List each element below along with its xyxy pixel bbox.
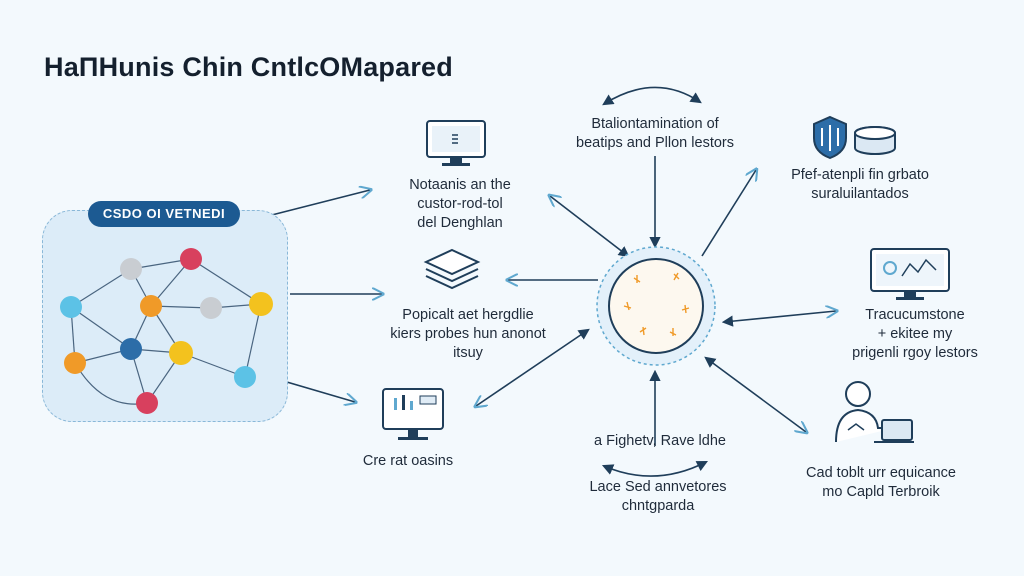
- node-orange-left: [64, 352, 86, 374]
- node-red-bottom: [136, 392, 158, 414]
- arrow-hub-midright: [724, 311, 836, 322]
- label-top-left: Notaanis an the custor-rod-tol del Dengh…: [409, 177, 511, 231]
- node-orange-center: [140, 295, 162, 317]
- arrow-panel-to-top: [259, 190, 370, 219]
- label-mid-right: Tracucumstone + ekitee my prigenli rgoy …: [852, 307, 978, 361]
- arc-top: [602, 86, 702, 106]
- node-teal-left: [60, 296, 82, 318]
- layer-stack-icon: [423, 248, 481, 290]
- label-top-center: Btaliontamination of beatips and Pllon l…: [576, 116, 734, 151]
- network-panel: [42, 210, 288, 422]
- node-teal-right: [234, 366, 256, 388]
- label-bottom-left: Cre rat oasins: [362, 453, 454, 469]
- node-red-top: [180, 248, 202, 270]
- hub-circle-icon: [596, 246, 716, 366]
- label-mid-left: Popicalt aet hergdlie kiers probes hun a…: [390, 307, 546, 361]
- database-icon: [854, 126, 896, 155]
- chart-monitor-icon: [382, 388, 444, 440]
- label-bottom-center-top: a Fighetv, Rave ldhe: [594, 433, 726, 449]
- label-bottom-right: Cad toblt urr equicance mo Capld Terbroi…: [806, 465, 956, 500]
- node-gray-left: [120, 258, 142, 280]
- node-yellow-center: [169, 341, 193, 365]
- page-title: HaΠHunis Chin CntlcOMapared: [44, 52, 453, 82]
- network-graph: [60, 248, 273, 414]
- arrow-hub-bottomleft: [476, 330, 588, 406]
- label-bottom-center: Lace Sed annvetores chntgpardа: [589, 479, 727, 514]
- label-top-right: Pfef-atenpli fin grbato suraluilantados: [791, 167, 929, 202]
- arrow-panel-to-bottom: [279, 379, 355, 402]
- monitor-icon: [426, 120, 486, 166]
- shield-icon: [813, 115, 847, 160]
- arrow-hub-topright: [701, 170, 756, 257]
- arc-bottom: [601, 460, 708, 477]
- arrow-hub-bottomright: [706, 358, 806, 432]
- node-blue-center: [120, 338, 142, 360]
- dashboard-monitor-icon: [870, 248, 950, 300]
- node-gray-right: [200, 297, 222, 319]
- arrow-hub-from-topleft: [550, 196, 628, 256]
- network-badge: CSDO OI VETNEDI: [88, 201, 240, 227]
- node-yellow-right: [249, 292, 273, 316]
- person-laptop-icon: [835, 381, 914, 443]
